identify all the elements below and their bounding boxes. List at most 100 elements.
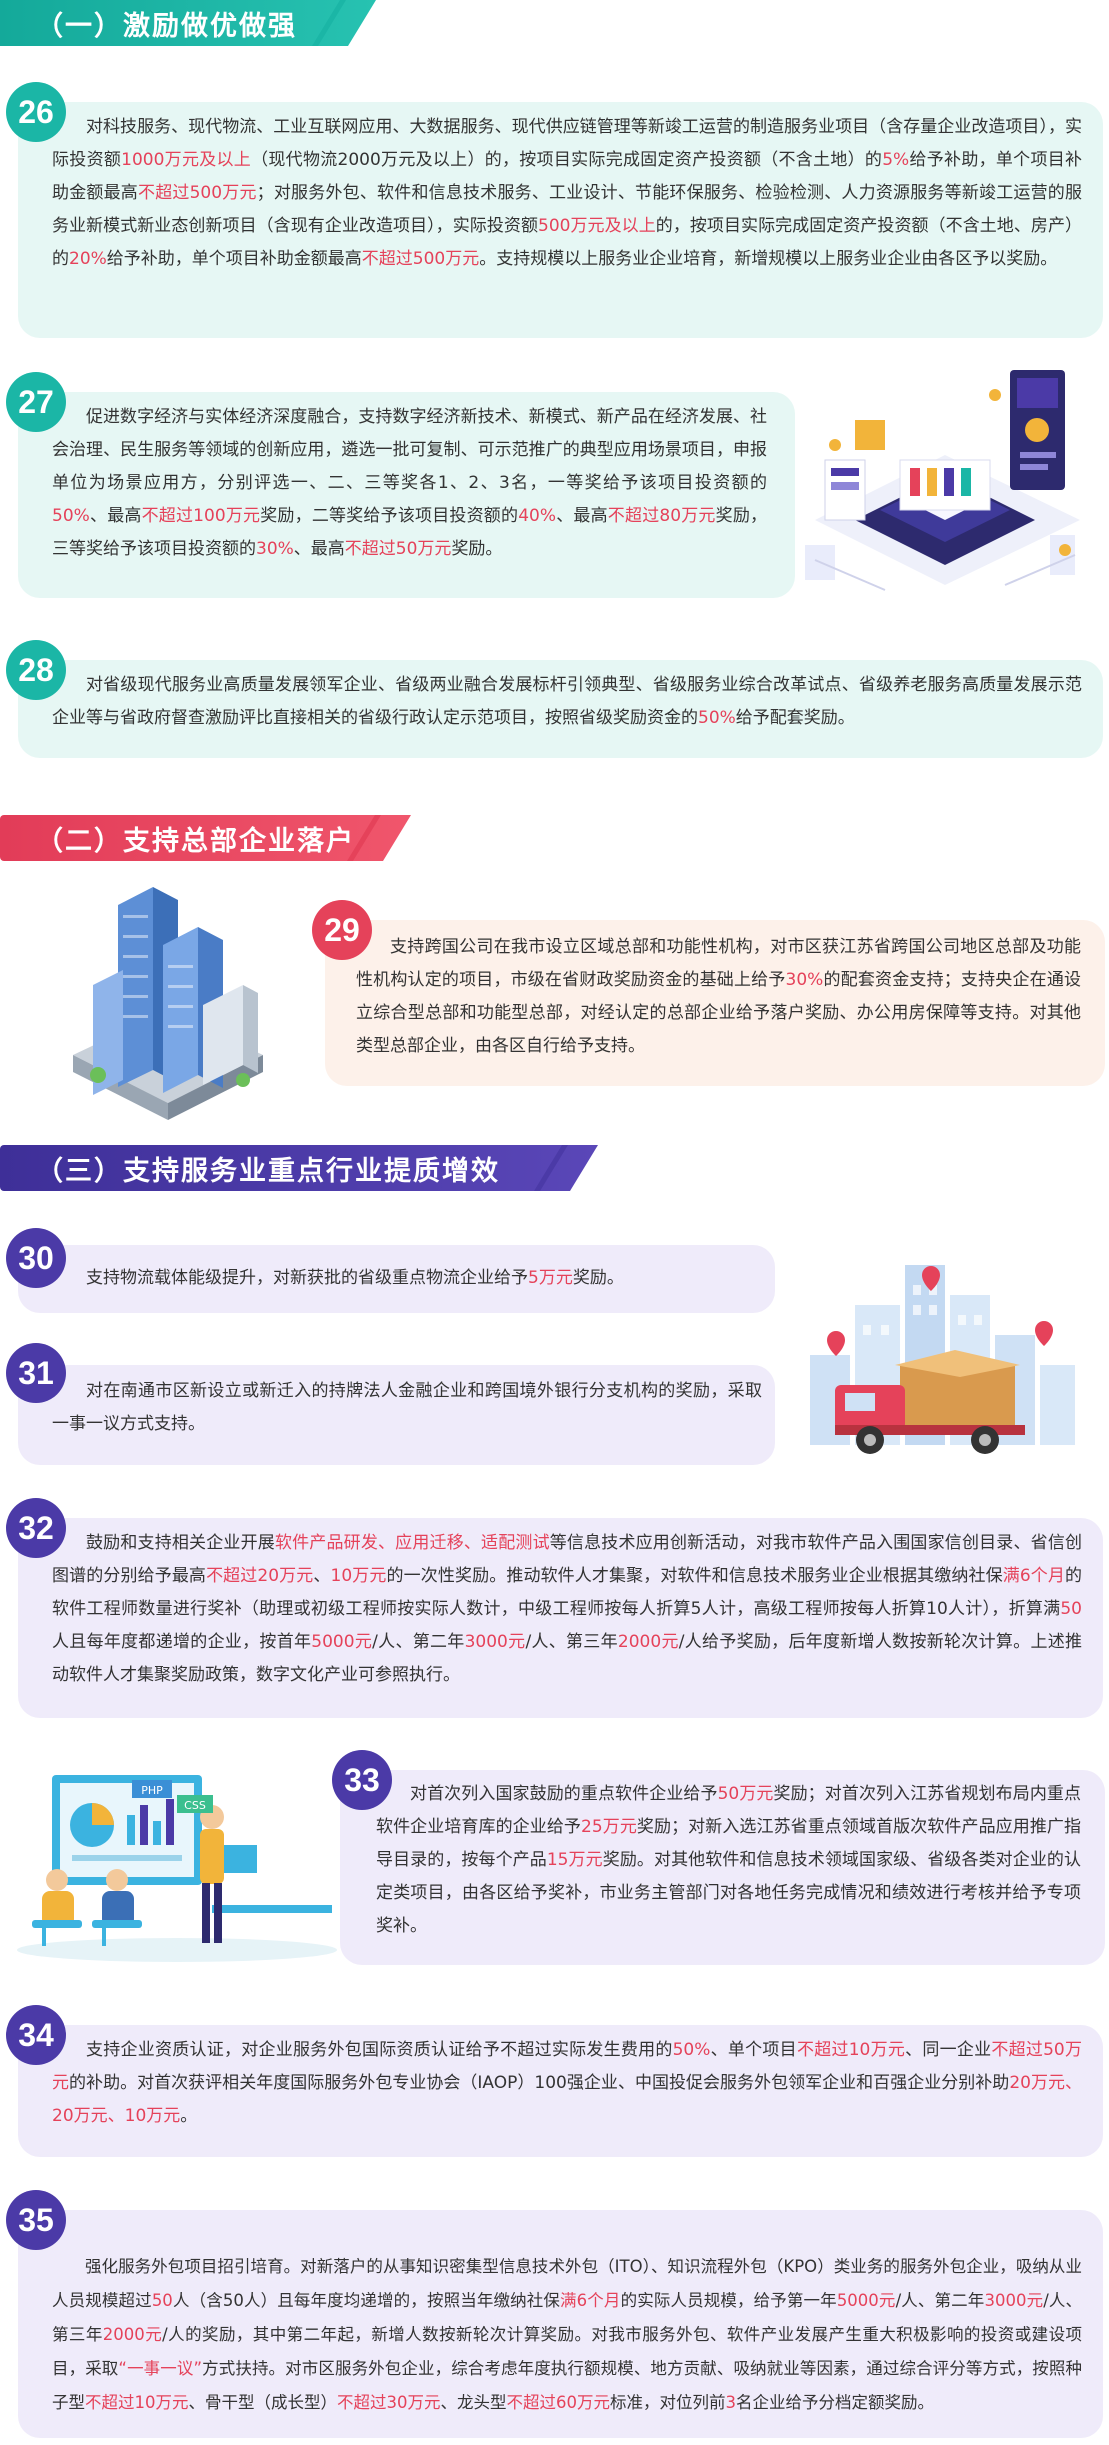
item-text-28: 对省级现代服务业高质量发展领军企业、省级两业融合发展标杆引领典型、省级服务业综合… bbox=[52, 669, 1082, 735]
highlight-value: 1000万元及以上 bbox=[121, 150, 252, 170]
text-segment: 对科技服务、现代物流、工业互联网应用、大数据服务、现代供应链管理等新竣工运营的制… bbox=[52, 117, 1082, 170]
office-buildings-icon bbox=[73, 887, 263, 1120]
text-segment: 的软件工程师数量进行奖补（助理或初级工程师按实际人数计，中级工程师按每人折算5人… bbox=[52, 1566, 1083, 1619]
highlight-value: “一事一议” bbox=[118, 2359, 203, 2378]
item-number-29: 29 bbox=[312, 900, 372, 960]
highlight-value: 满6个月 bbox=[1002, 1566, 1066, 1586]
text-segment: 的，按项目实际完成固定资产投资额（不含土地、房产）的 bbox=[52, 216, 1083, 269]
text-segment: 奖励；对新入选江苏省重点领域首版次软件产品应用推广指导目录的，按每个产品 bbox=[376, 1817, 1082, 1870]
text-segment: 、最高 bbox=[293, 539, 345, 559]
text-segment: ；对服务外包、软件和信息技术服务、工业设计、节能环保服务、检验检测、人力资源服务… bbox=[52, 183, 1083, 236]
item-card-34 bbox=[18, 2025, 1103, 2157]
section-title-1: （一）激励做优做强 bbox=[0, 0, 376, 46]
item-text-32: 鼓励和支持相关企业开展软件产品研发、应用迁移、适配测试等信息技术应用创新活动，对… bbox=[52, 1527, 1082, 1692]
text-segment: 的配套资金支持；支持央企在通设立综合型总部和功能型总部，对经认定的总部企业给予落… bbox=[356, 970, 1082, 1056]
item-card-35 bbox=[18, 2210, 1103, 2438]
text-segment: /人、第二年 bbox=[895, 2291, 985, 2310]
highlight-value: 15万元 bbox=[546, 1850, 603, 1870]
software-team-icon: PHP CSS bbox=[17, 1775, 337, 1962]
item-number-32: 32 bbox=[6, 1498, 66, 1558]
highlight-value: 不超过500万元 bbox=[361, 249, 480, 269]
text-segment: 的补助。对首次获评相关年度国际服务外包专业协会（IAOP）100强企业、中国投促… bbox=[69, 2073, 1010, 2093]
item-number-30: 30 bbox=[6, 1228, 66, 1288]
item-card-26 bbox=[18, 102, 1103, 338]
text-segment: 对省级现代服务业高质量发展领军企业、省级两业融合发展标杆引领典型、省级服务业综合… bbox=[52, 675, 1082, 728]
highlight-value: 3000元 bbox=[984, 2291, 1044, 2310]
item-text-26: 对科技服务、现代物流、工业互联网应用、大数据服务、现代供应链管理等新竣工运营的制… bbox=[52, 111, 1082, 276]
item-text-27: 促进数字经济与实体经济深度融合，支持数字经济新技术、新模式、新产品在经济发展、社… bbox=[52, 401, 767, 566]
text-segment: 人（含50人）且每年度均递增的，按照当年缴纳社保 bbox=[172, 2291, 561, 2310]
text-segment: 奖励，二等奖给予该项目投资额的 bbox=[260, 506, 519, 526]
highlight-value: 2000元 bbox=[102, 2325, 163, 2344]
item-card-30 bbox=[18, 1245, 775, 1313]
data-center-icon bbox=[805, 370, 1080, 591]
text-segment: 、最高 bbox=[556, 506, 608, 526]
item-number-33: 33 bbox=[332, 1750, 392, 1810]
highlight-value: 50 bbox=[151, 2291, 173, 2310]
text-segment: 的实际人员规模，给予第一年 bbox=[620, 2291, 837, 2310]
text-segment: 支持跨国公司在我市设立区域总部和功能性机构，对市区获江苏省跨国公司地区总部及功能… bbox=[356, 937, 1081, 990]
item-card-33 bbox=[340, 1770, 1105, 1965]
highlight-value: 500万元及以上 bbox=[538, 216, 656, 236]
highlight-value: 5000元 bbox=[311, 1632, 373, 1652]
text-segment: /人、第三年 bbox=[525, 1632, 618, 1652]
highlight-value: 满6个月 bbox=[560, 2291, 621, 2310]
section-header-1: （一）激励做优做强 bbox=[0, 0, 376, 46]
text-segment: 给予补助，单个项目补助金额最高 bbox=[52, 150, 1083, 203]
text-segment: 奖励，三等奖给予该项目投资额的 bbox=[52, 506, 768, 559]
text-segment: 促进数字经济与实体经济深度融合，支持数字经济新技术、新模式、新产品在经济发展、社… bbox=[52, 407, 767, 493]
text-segment: 奖励。对其他软件和信息技术领域国家级、省级各类对企业的认定类项目，由各区给予奖补… bbox=[376, 1850, 1082, 1936]
highlight-value: 30% bbox=[256, 539, 294, 559]
text-segment: 、最高 bbox=[89, 506, 142, 526]
item-card-29 bbox=[325, 920, 1105, 1086]
item-text-34: 支持企业资质认证，对企业服务外包国际资质认证给予不超过实际发生费用的50%、单个… bbox=[52, 2034, 1082, 2133]
highlight-value: 5万元 bbox=[528, 1268, 573, 1288]
item-card-31 bbox=[18, 1365, 775, 1465]
text-segment: 给予配套奖励。 bbox=[735, 708, 855, 728]
text-segment: /人给予奖励，后年度新增人数按新轮次计算。上述推动软件人才集聚奖励政策，数字文化… bbox=[52, 1632, 1083, 1685]
item-number-26: 26 bbox=[6, 82, 66, 142]
css-badge: CSS bbox=[184, 1799, 206, 1812]
text-segment: 方式扶持。对市区服务外包企业，综合考虑年度执行额规模、地方贡献、吸纳就业等因素，… bbox=[52, 2359, 1083, 2412]
highlight-value: 不超过100万元 bbox=[141, 506, 261, 526]
text-segment: 对在南通市区新设立或新迁入的持牌法人金融企业和跨国境外银行分支机构的奖励，采取一… bbox=[52, 1381, 762, 1434]
highlight-value: 软件产品研发、应用迁移、适配测试 bbox=[274, 1533, 550, 1553]
text-segment: /人、第二年 bbox=[372, 1632, 465, 1652]
text-segment: 人且每年度都递增的企业，按首年 bbox=[52, 1632, 312, 1652]
highlight-value: 5% bbox=[882, 150, 910, 170]
php-badge: PHP bbox=[141, 1784, 163, 1797]
text-segment: 、 bbox=[313, 1566, 331, 1586]
text-segment: 支持企业资质认证，对企业服务外包国际资质认证给予不超过实际发生费用的 bbox=[86, 2040, 673, 2060]
item-number-27: 27 bbox=[6, 372, 66, 432]
text-segment: 的一次性奖励。推动软件人才集聚，对软件和信息技术服务业企业根据其缴纳社保 bbox=[386, 1566, 1003, 1586]
highlight-value: 25万元 bbox=[581, 1817, 637, 1837]
highlight-value: 40% bbox=[518, 506, 556, 526]
highlight-value: 50% bbox=[52, 506, 90, 526]
highlight-value: 不超过50万元 bbox=[52, 2040, 1083, 2093]
delivery-truck-icon bbox=[810, 1265, 1075, 1454]
text-segment: 名企业给予分档定额奖励。 bbox=[736, 2393, 934, 2412]
highlight-value: 50% bbox=[672, 2040, 711, 2060]
item-number-31: 31 bbox=[6, 1343, 66, 1403]
highlight-value: 30% bbox=[785, 970, 824, 990]
highlight-value: 不超过10万元 bbox=[85, 2393, 189, 2412]
text-segment: 。支持规模以上服务业企业培育，新增规模以上服务业企业由各区予以奖励。 bbox=[479, 249, 1058, 269]
text-segment: 等信息技术应用创新活动，对我市软件产品入围国家信创目录、省信创图谱的分别给予最高 bbox=[52, 1533, 1083, 1586]
text-segment: 给予补助，单个项目补助金额最高 bbox=[106, 249, 362, 269]
highlight-value: 不超过30万元 bbox=[337, 2393, 441, 2412]
text-segment: 支持物流载体能级提升，对新获批的省级重点物流企业给予 bbox=[86, 1268, 528, 1288]
text-segment: 奖励；对首次列入江苏省规划布局内重点软件企业培育库的企业给予 bbox=[376, 1784, 1082, 1837]
highlight-value: 20万元、20万元、10万元 bbox=[52, 2073, 1082, 2126]
section-header-2: （二）支持总部企业落户 bbox=[0, 815, 411, 861]
text-segment: 、龙头型 bbox=[440, 2393, 507, 2412]
highlight-value: 20% bbox=[69, 249, 107, 269]
item-card-32 bbox=[18, 1518, 1103, 1718]
highlight-value: 10万元 bbox=[330, 1566, 387, 1586]
highlight-value: 不超过20万元 bbox=[206, 1566, 314, 1586]
item-text-33: 对首次列入国家鼓励的重点软件企业给予50万元奖励；对首次列入江苏省规划布局内重点… bbox=[376, 1778, 1081, 1943]
text-segment: 、同一企业 bbox=[905, 2040, 992, 2060]
item-text-30: 支持物流载体能级提升，对新获批的省级重点物流企业给予5万元奖励。 bbox=[52, 1262, 762, 1295]
highlight-value: 3000元 bbox=[464, 1632, 526, 1652]
item-text-29: 支持跨国公司在我市设立区域总部和功能性机构，对市区获江苏省跨国公司地区总部及功能… bbox=[356, 931, 1081, 1063]
text-segment: 奖励。 bbox=[572, 1268, 624, 1288]
